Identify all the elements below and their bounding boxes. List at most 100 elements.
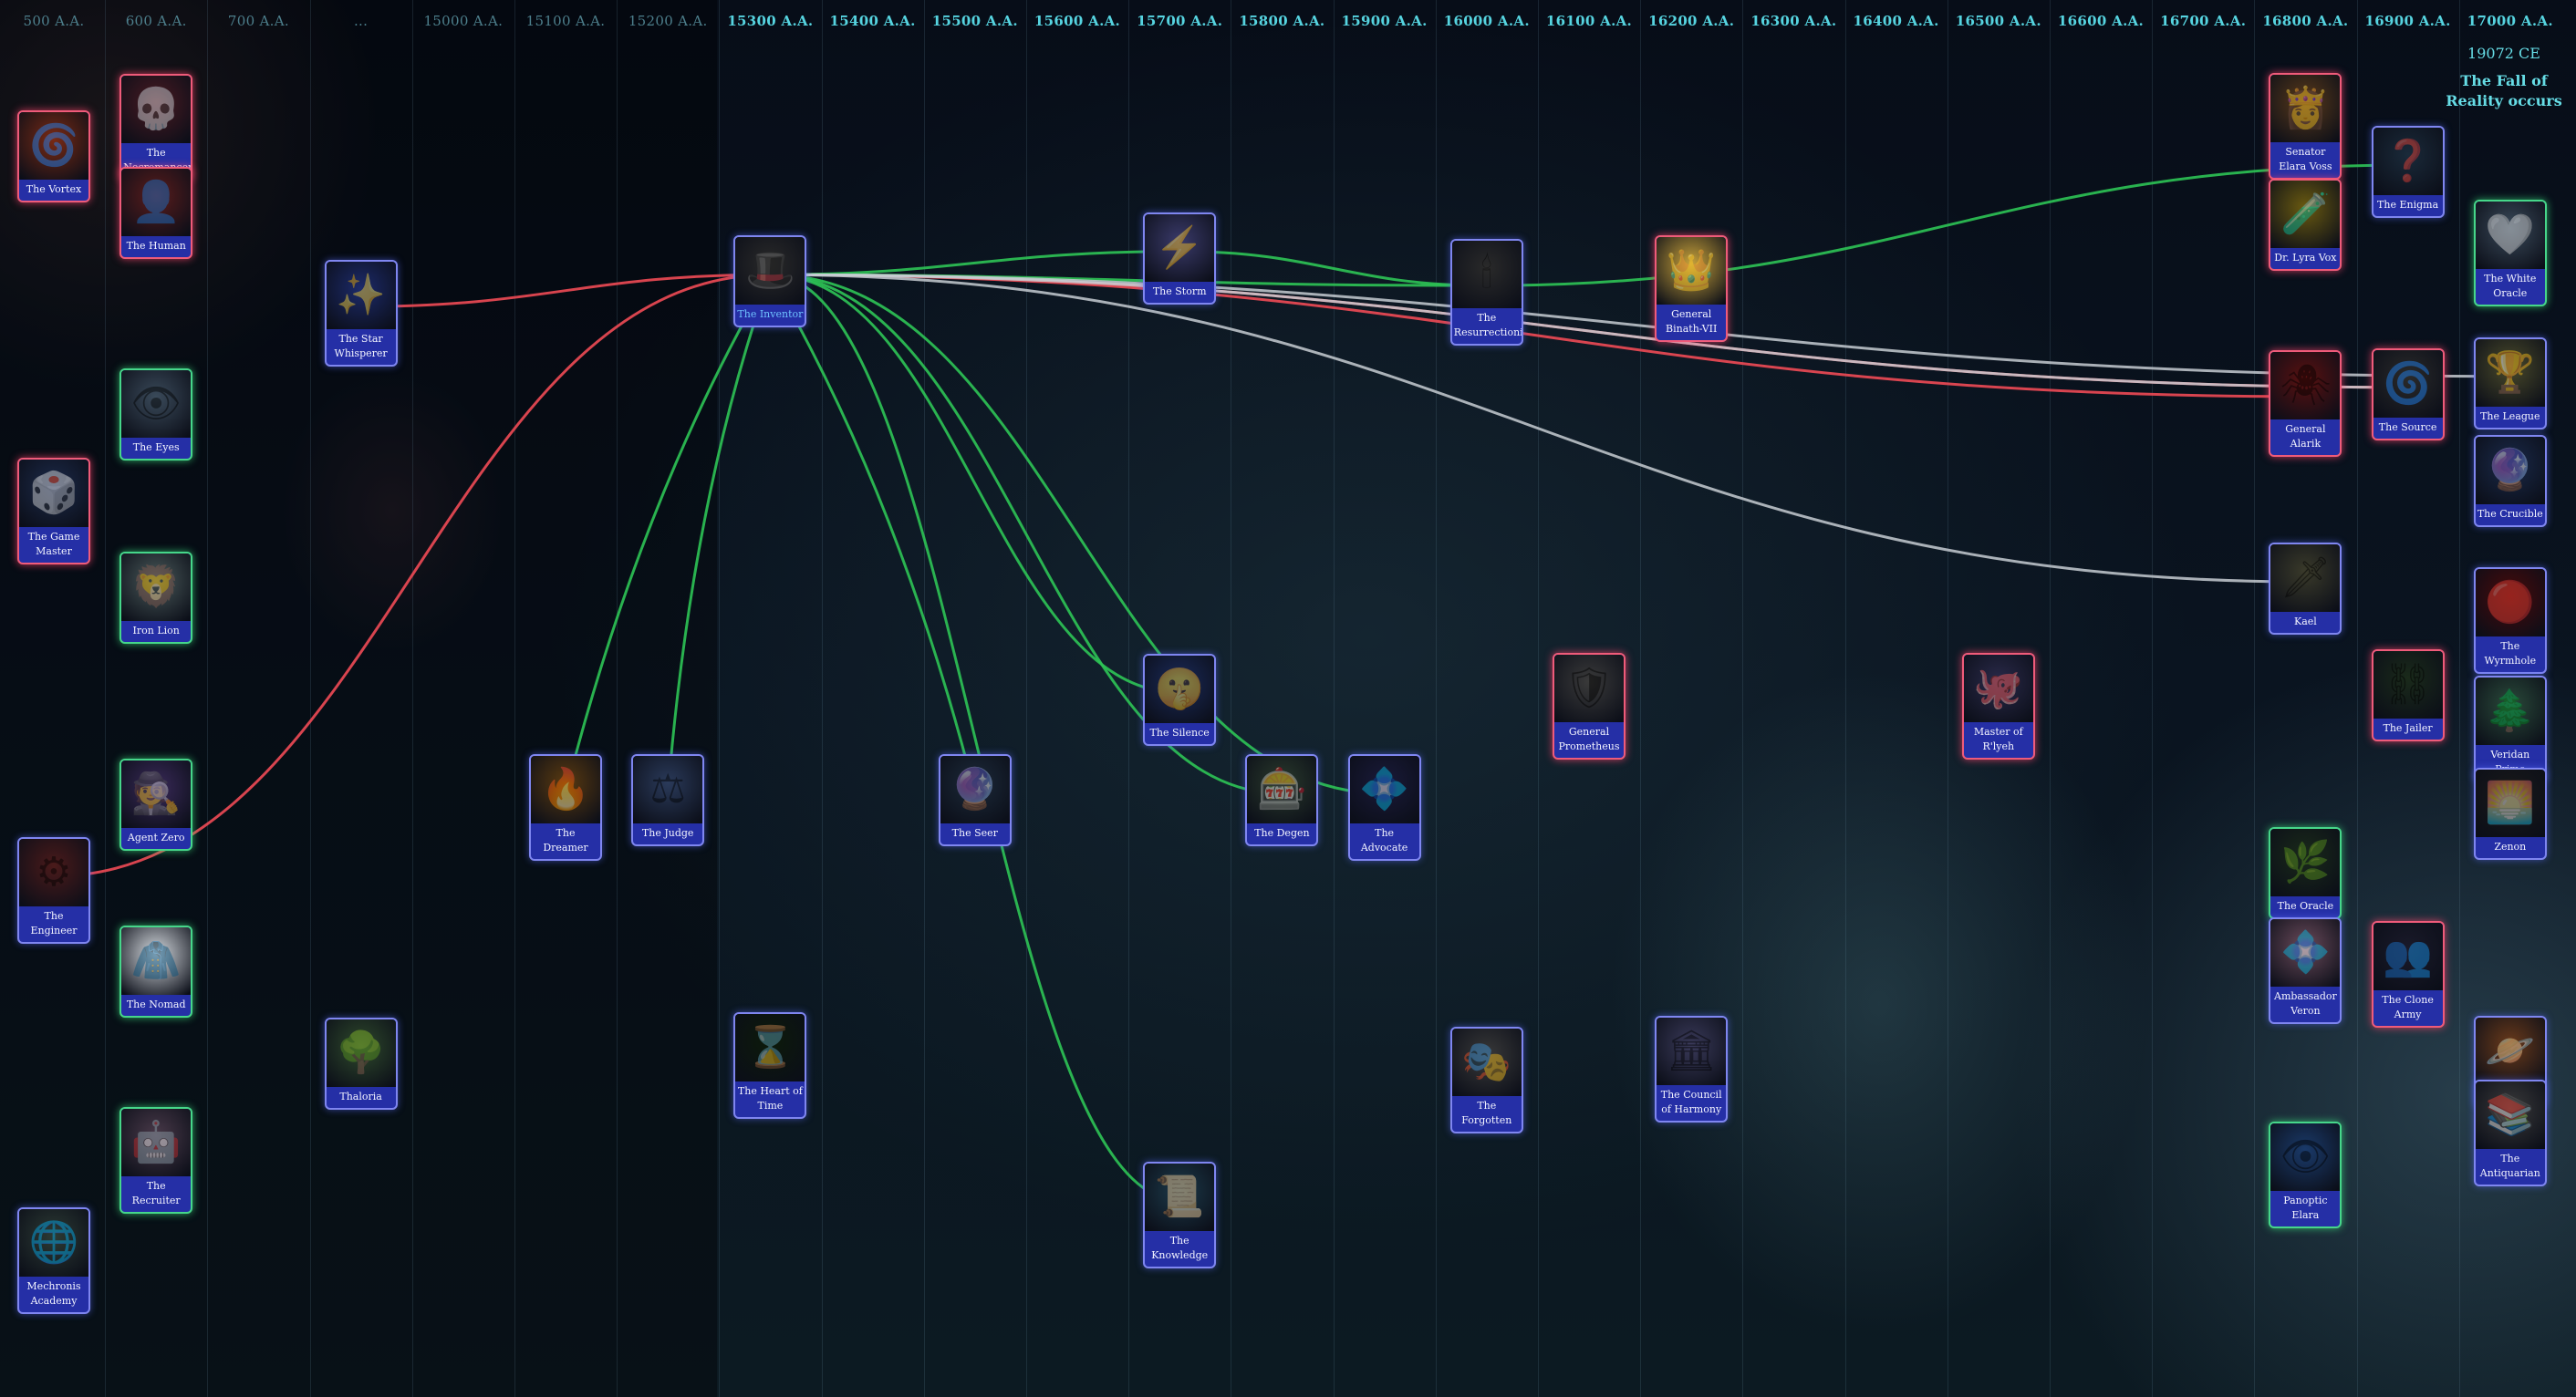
card-the-human[interactable]: 👤The Human [119,166,193,259]
column-divider [1128,0,1129,1397]
card-the-oracle[interactable]: 🌿 The Oracle [2269,826,2342,919]
card-label: The Oracle [2277,899,2334,912]
card-the-seer[interactable]: 🔮The Seer [938,754,1012,847]
card-the-league[interactable]: 🏆 The League [2473,336,2547,429]
portrait: 👥 [2373,923,2443,991]
card-the-degen[interactable]: 🎰The Degen [1245,754,1319,847]
card-agent-zero[interactable]: 🕵Agent Zero [119,759,193,852]
card-label: Kael [2293,616,2317,627]
portrait-icon: ✨ [336,272,386,319]
portrait: 👸 [2270,75,2341,142]
portrait: 🎰 [1247,756,1317,824]
card-label: The Antiquarian [2479,1152,2540,1179]
card-label: The Dreamer [543,827,588,854]
column-label: 15800 A.A. [1239,13,1325,29]
portrait-icon: 🌀 [2383,359,2433,407]
card-panoptic-elara[interactable]: 👁Panoptic Elara [2269,1121,2342,1228]
card-label: The Forgotten [1461,1100,1512,1126]
card-the-wyrmhole[interactable]: 🔴The Wyrmhole [2473,566,2547,674]
card-veridan-prime[interactable]: 🌲Veridan Prime [2473,676,2547,783]
card-the-jailer[interactable]: ⛓The Jailer [2371,648,2445,741]
portrait-icon: 🎲 [28,470,79,517]
note-line: The Fall of [2460,72,2548,89]
column-divider [2459,0,2460,1397]
column-divider [2152,0,2153,1397]
card-the-nomad[interactable]: 🧥The Nomad [119,926,193,1019]
portrait-icon: 💠 [2280,929,2331,977]
card-label: The Council of Harmony [1660,1089,1722,1115]
card-the-star-whisperer[interactable]: ✨ The Star Whisperer [324,260,398,367]
card-the-storm[interactable]: ⚡The Storm [1143,212,1217,305]
card-senator-elara-voss[interactable]: 👸Senator Elara Voss [2269,73,2342,180]
card-ambassador-veron[interactable]: 💠 Ambassador Veron [2269,917,2342,1025]
card-label: The Game Master [27,531,80,558]
portrait: ⚖ [633,756,703,824]
card-the-antiquarian[interactable]: 📚The Antiquarian [2473,1079,2547,1186]
card-the-council-of-harmony[interactable]: 🏛The Council of Harmony [1655,1016,1729,1123]
card-general-alarik[interactable]: 🕷General Alarik [2269,349,2342,457]
card-the-white-oracle[interactable]: 🤍The White Oracle [2473,199,2547,306]
card-label: General Prometheus [1558,725,1620,752]
portrait: 🌲 [2475,678,2545,746]
portrait: 🤫 [1145,655,1215,723]
portrait-icon: ❓ [2383,138,2433,184]
card-the-recruiter[interactable]: 🤖The Recruiter [119,1106,193,1214]
card-the-vortex[interactable]: 🌀The Vortex [17,110,90,202]
card-the-silence[interactable]: 🤫The Silence [1143,653,1217,746]
card-the-source[interactable]: 🌀 The Source [2371,347,2445,440]
portrait: ❓ [2373,128,2443,195]
card-the-judge[interactable]: ⚖ The Judge [631,754,705,847]
card-the-inventor[interactable]: 🎩The Inventor [733,235,807,328]
card-general-binath-vii[interactable]: 👑General Binath-VII [1655,235,1729,343]
portrait-icon: 📜 [1154,1173,1205,1220]
card-label: The Source [2378,420,2437,433]
column-divider [1538,0,1539,1397]
card-zenon[interactable]: 🌅Zenon [2473,767,2547,860]
card-the-crucible[interactable]: 🔮The Crucible [2473,435,2547,528]
column-label: 500 A.A. [23,13,85,29]
portrait-icon: 👥 [2383,933,2433,980]
column-divider [1742,0,1743,1397]
card-label: The Judge [641,827,694,840]
card-the-resurrectionist[interactable]: 🕯The Resurrectionist [1449,239,1523,347]
card-label: Ambassador Veron [2274,990,2337,1018]
card-the-clone-army[interactable]: 👥The Clone Army [2371,921,2445,1029]
portrait: 💀 [121,76,192,143]
portrait-icon: ⚙ [36,848,72,895]
card-the-heart-of-time[interactable]: ⌛The Heart of Time [733,1012,807,1119]
card-the-eyes[interactable]: 👁The Eyes [119,367,193,460]
column-label: 16900 A.A. [2364,13,2451,29]
card-the-enigma[interactable]: ❓The Enigma [2371,126,2445,218]
card-label: The Star Whisperer [334,333,388,360]
portrait-icon: 🌀 [28,122,79,169]
column-label: 15100 A.A. [525,13,606,29]
portrait-icon: 🤖 [130,1118,182,1165]
column-label: 15300 A.A. [727,13,814,29]
card-dr-lyra-vox[interactable]: 🧪Dr. Lyra Vox [2269,178,2342,271]
card-mechronis-academy[interactable]: 🌐Mechronis Academy [17,1207,90,1315]
portrait: 💠 [2270,919,2341,988]
portrait-icon: 🔮 [2485,447,2536,494]
portrait-icon: 🌿 [2280,838,2331,885]
card-the-dreamer[interactable]: 🔥The Dreamer [529,754,602,862]
portrait-icon: 🕵 [130,771,182,818]
link-the-inventor-to-the-storm [770,250,1180,276]
card-the-engineer[interactable]: ⚙The Engineer [17,836,90,944]
portrait-icon: 🏆 [2485,348,2536,396]
card-kael[interactable]: 🗡Kael [2269,543,2342,635]
card-general-prometheus[interactable]: 🛡General Prometheus [1553,652,1626,760]
portrait-icon: 🌐 [28,1219,79,1267]
card-the-necromancer[interactable]: 💀The Necromancer [119,74,193,181]
column-label: 16700 A.A. [2160,13,2247,29]
card-the-knowledge[interactable]: 📜The Knowledge [1143,1161,1217,1268]
card-the-forgotten[interactable]: 🎭The Forgotten [1449,1027,1523,1133]
column-label: 15000 A.A. [423,13,504,29]
card-master-of-rlyeh[interactable]: 🐙Master of R'lyeh [1961,652,2035,760]
card-the-game-master[interactable]: 🎲 The Game Master [17,458,90,565]
card-the-advocate[interactable]: 💠The Advocate [1347,754,1421,862]
card-label: The League [2480,409,2540,422]
card-thaloria[interactable]: 🌳Thaloria [324,1018,398,1110]
portrait: 👤 [121,168,192,236]
card-iron-lion[interactable]: 🦁Iron Lion [119,552,193,644]
